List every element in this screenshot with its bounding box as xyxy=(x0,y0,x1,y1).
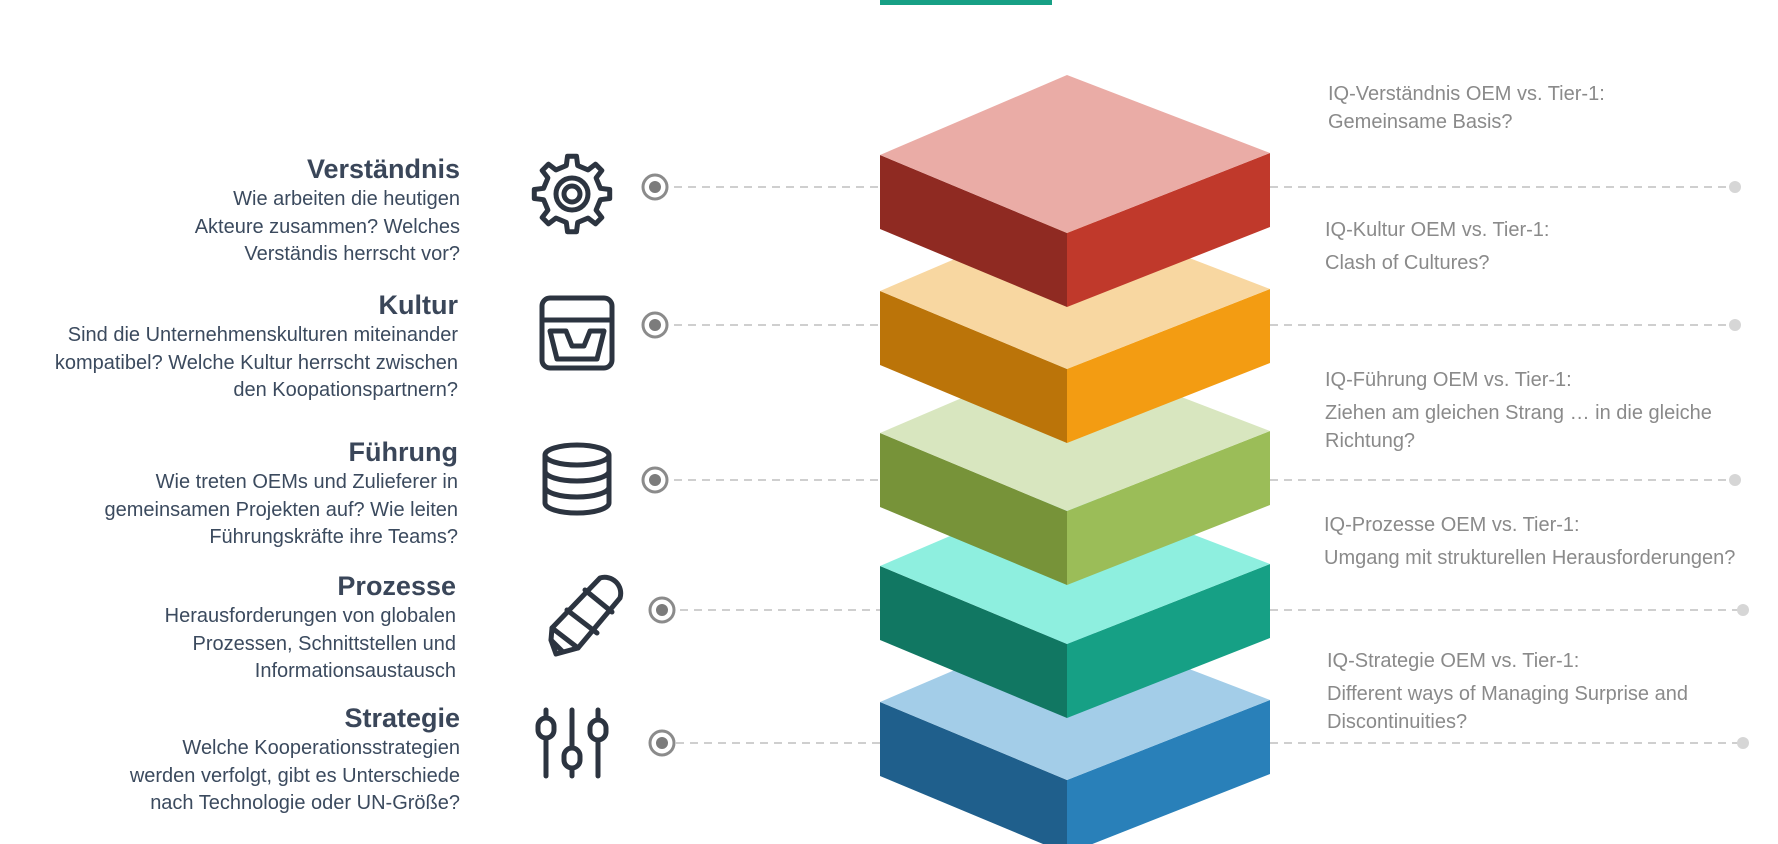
left-item-title: Kultur xyxy=(378,290,458,320)
bullet-markers xyxy=(641,173,676,757)
left-item-desc-line: Sind die Unternehmenskulturen miteinande… xyxy=(67,324,458,346)
connector-end-dot xyxy=(1729,181,1741,193)
left-item-kultur: Kultur Sind die Unternehmenskulturen mit… xyxy=(55,288,458,405)
left-item-desc-line: Akteure zusammen? Welches xyxy=(194,215,460,238)
left-item-desc-line: Prozessen, Schnittstellen und xyxy=(192,632,457,655)
bullet-marker-2 xyxy=(641,311,669,339)
left-item-title: Verständnis xyxy=(306,154,460,184)
left-item-desc-line: den Koopationspartnern? xyxy=(233,379,458,401)
layer-right-face xyxy=(1067,289,1270,443)
layers-group xyxy=(880,75,1270,844)
connector-end-dot xyxy=(1729,474,1741,486)
right-item-desc-line: Gemeinsame Basis? xyxy=(1328,111,1513,133)
layer-verstaendnis xyxy=(880,75,1270,307)
left-item-desc-line: Wie treten OEMs und Zulieferer in xyxy=(155,471,458,493)
gear-icon xyxy=(531,153,613,235)
left-item-strategie: Strategie Welche Kooperationsstrategien … xyxy=(130,701,460,818)
left-item-desc-line: Wie arbeiten die heutigen xyxy=(233,188,460,210)
accent-bar xyxy=(880,0,1052,5)
left-item-title: Strategie xyxy=(344,703,460,733)
left-item-prozesse: Prozesse Herausforderungen von globalen … xyxy=(165,569,456,686)
left-item-desc-line: Verständis herrscht vor? xyxy=(244,243,460,265)
right-item-verstaendnis: IQ-Verständnis OEM vs. Tier-1: Gemeinsam… xyxy=(1328,80,1605,136)
bullet-marker-5 xyxy=(648,729,676,757)
left-item-desc-line: Führungskräfte ihre Teams? xyxy=(209,526,458,548)
bullet-marker-1 xyxy=(641,173,669,201)
left-item-title: Prozesse xyxy=(337,571,456,601)
left-item-desc-line: nach Technologie oder UN-Größe? xyxy=(150,792,460,814)
right-item-kultur: IQ-Kultur OEM vs. Tier-1: Clash of Cultu… xyxy=(1325,216,1549,277)
right-item-desc-line: Clash of Cultures? xyxy=(1325,252,1490,274)
right-item-strategie: IQ-Strategie OEM vs. Tier-1: Different w… xyxy=(1327,647,1688,736)
layer-left-face xyxy=(880,155,1067,307)
right-item-desc-line: Richtung? xyxy=(1325,430,1416,452)
layer-right-face xyxy=(1067,431,1270,585)
connector-end-dot xyxy=(1737,737,1749,749)
connector-end-dot xyxy=(1729,319,1741,331)
left-item-verstaendnis: Verständnis Wie arbeiten die heutigen Ak… xyxy=(195,152,460,269)
connector-lines xyxy=(674,186,1738,744)
right-item-desc-line: Different ways of Managing Surprise and xyxy=(1327,683,1688,705)
right-item-title: IQ-Prozesse OEM vs. Tier-1: xyxy=(1324,514,1580,536)
layer-right-face xyxy=(1067,153,1270,307)
right-item-title: IQ-Führung OEM vs. Tier-1: xyxy=(1325,369,1572,391)
sliders-icon xyxy=(535,707,609,779)
pencil-icon xyxy=(548,574,624,657)
right-item-prozesse: IQ-Prozesse OEM vs. Tier-1: Umgang mit s… xyxy=(1324,511,1735,572)
connector-end-dot xyxy=(1737,604,1749,616)
bullet-marker-3 xyxy=(641,466,669,494)
layer-left-face xyxy=(880,433,1067,585)
right-item-desc-line: Ziehen am gleichen Strang … in die gleic… xyxy=(1325,402,1712,424)
inbox-tray-icon xyxy=(539,295,615,371)
left-item-desc-line: Welche Kooperationsstrategien xyxy=(182,737,460,759)
left-item-desc-line: werden verfolgt, gibt es Unterschiede xyxy=(129,764,460,787)
left-item-desc-line: kompatibel? Welche Kultur herrscht zwisc… xyxy=(54,351,458,374)
right-item-fuehrung: IQ-Führung OEM vs. Tier-1: Ziehen am gle… xyxy=(1325,366,1712,455)
right-item-title: IQ-Kultur OEM vs. Tier-1: xyxy=(1325,219,1550,241)
left-item-fuehrung: Führung Wie treten OEMs und Zulieferer i… xyxy=(104,435,458,552)
layer-left-face xyxy=(880,566,1067,718)
layer-right-face xyxy=(1067,700,1270,844)
left-item-title: Führung xyxy=(348,437,458,467)
layer-left-face xyxy=(880,702,1067,844)
right-item-desc-line: Discontinuities? xyxy=(1327,711,1468,733)
database-icon xyxy=(542,442,612,516)
bullet-marker-4 xyxy=(648,596,676,624)
right-item-desc-line: Umgang mit strukturellen Herausforderung… xyxy=(1324,547,1736,569)
layer-top-face xyxy=(880,75,1270,233)
layer-left-face xyxy=(880,291,1067,443)
right-item-title: IQ-Strategie OEM vs. Tier-1: xyxy=(1327,650,1580,672)
left-item-desc-line: gemeinsamen Projekten auf? Wie leiten xyxy=(104,498,458,521)
left-item-desc-line: Herausforderungen von globalen xyxy=(164,605,456,627)
right-item-title: IQ-Verständnis OEM vs. Tier-1: xyxy=(1328,83,1605,105)
layer-right-face xyxy=(1067,564,1270,718)
left-item-desc-line: Informationsaustausch xyxy=(254,660,456,682)
